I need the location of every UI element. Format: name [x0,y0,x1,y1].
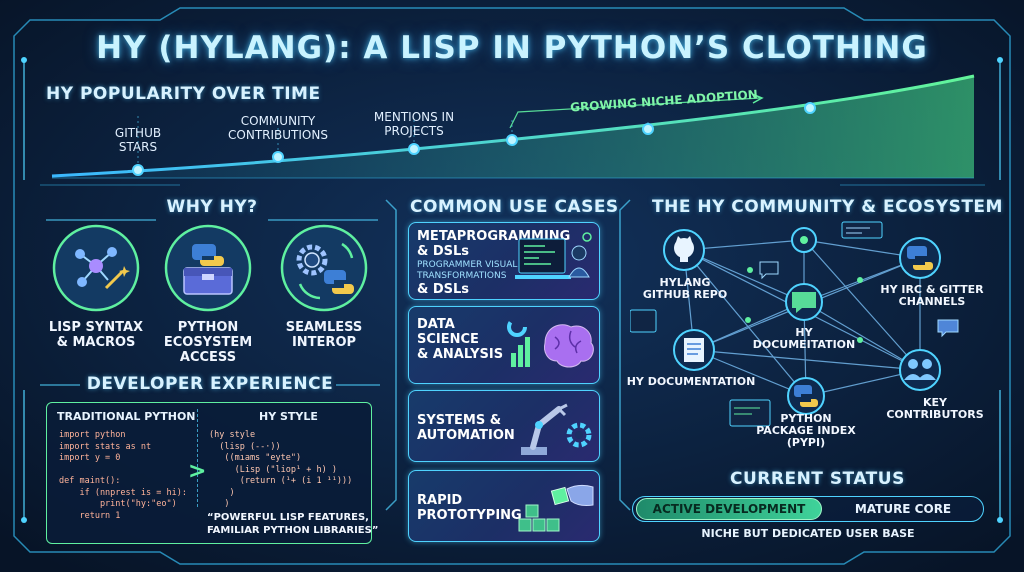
use-case-systems-title: SYSTEMS & AUTOMATION [417,413,515,443]
gear-python-interop-icon [280,224,368,312]
status-mature-core: MATURE CORE [854,502,952,516]
code-divider [197,409,198,507]
brain-charts-icon [507,317,594,368]
network-wand-icon [52,224,140,312]
devx-panel: TRADITIONAL PYTHON import python import … [46,402,379,544]
devx-title: DEVELOPER EXPERIENCE [86,374,334,394]
document-icon [673,329,715,371]
traditional-python-code: import python import stats as nt import … [59,430,187,521]
label-community-contributions: COMMUNITY CONTRIBUTIONS [228,114,328,142]
marker-github-stars [132,164,144,176]
marker-adoption-3 [804,102,816,114]
node-irc-label: HY IRC & GITTER CHANNELS [880,283,984,308]
use-case-metaprogramming-extra: & DSLs [417,282,470,297]
why-lisp-label: LISP SYNTAX & MACROS [48,320,144,350]
node-github-label: HYLANG GITHUB REPO [642,276,728,301]
why-interop-label: SEAMLESS INTEROP [285,320,363,350]
arrow-icon: > [188,459,207,484]
why-python-label: PYTHON ECOSYSTEM ACCESS [163,320,253,365]
label-github-stars: GITHUB STARS [114,126,162,154]
chat-bubble-icon [785,283,823,321]
use-cases-title: COMMON USE CASES [410,197,619,217]
status-active-development: ACTIVE DEVELOPMENT [636,498,822,520]
marker-mentions [408,143,420,155]
devx-divider [40,384,380,386]
use-case-metaprogramming-sub: PROGRAMMER VISUAL TRANSFORMATIONS [417,260,518,281]
use-case-data-science: DATA SCIENCE & ANALYSIS [408,306,600,384]
marker-adoption-2 [642,123,654,135]
popularity-curve [51,74,975,179]
python-icon [899,237,941,279]
status-title: CURRENT STATUS [730,469,905,489]
community-title: THE HY COMMUNITY & ECOSYSTEM [652,197,1003,217]
use-case-rapid-prototyping: RAPID PROTOTYPING [408,470,600,542]
status-note: NICHE BUT DEDICATED USER BASE [701,527,915,540]
page-title: HY (HYLANG): A LISP IN PYTHON’S CLOTHING [96,30,928,66]
node-documentation-label: HY DOCUMENTATION [626,375,756,388]
hy-style-code: (hy style (lisp (--·)) ((mıams "eyte") (… [209,430,353,509]
why-divider [46,206,378,221]
why-title: WHY HY? [166,197,258,217]
node-pypi-label: PYTHON PACKAGE INDEX (PYPI) [756,412,856,449]
marker-community-contributions [272,151,284,163]
people-icon [899,349,941,391]
node-contributors-label: KEY CONTRIBUTORS [886,396,984,421]
github-icon [663,229,705,271]
use-case-prototyping-title: RAPID PROTOTYPING [417,493,522,523]
node-hy-docs-label: HY DOCUMEITATION [752,326,856,351]
robot-arm-icon [521,403,592,455]
popularity-title: HY POPULARITY OVER TIME [46,84,321,104]
traditional-python-title: TRADITIONAL PYTHON [57,410,196,423]
devx-quote: “POWERFUL LISP FEATURES, FAMILIAR PYTHON… [207,512,379,536]
label-mentions-in-projects: MENTIONS IN PROJECTS [373,110,455,138]
programmer-laptop-icon [515,232,592,279]
hy-style-title: HY STYLE [259,410,318,423]
marker-adoption-1 [506,134,518,146]
hand-blocks-icon [518,484,594,532]
community-network [630,221,959,427]
use-case-metaprogramming: METAPROGRAMMING & DSLs PROGRAMMER VISUAL… [408,222,600,300]
python-toolbox-icon [164,224,252,312]
use-case-data-science-title: DATA SCIENCE & ANALYSIS [417,317,504,362]
pypi-python-icon [787,377,825,415]
use-case-systems-automation: SYSTEMS & AUTOMATION [408,390,600,462]
